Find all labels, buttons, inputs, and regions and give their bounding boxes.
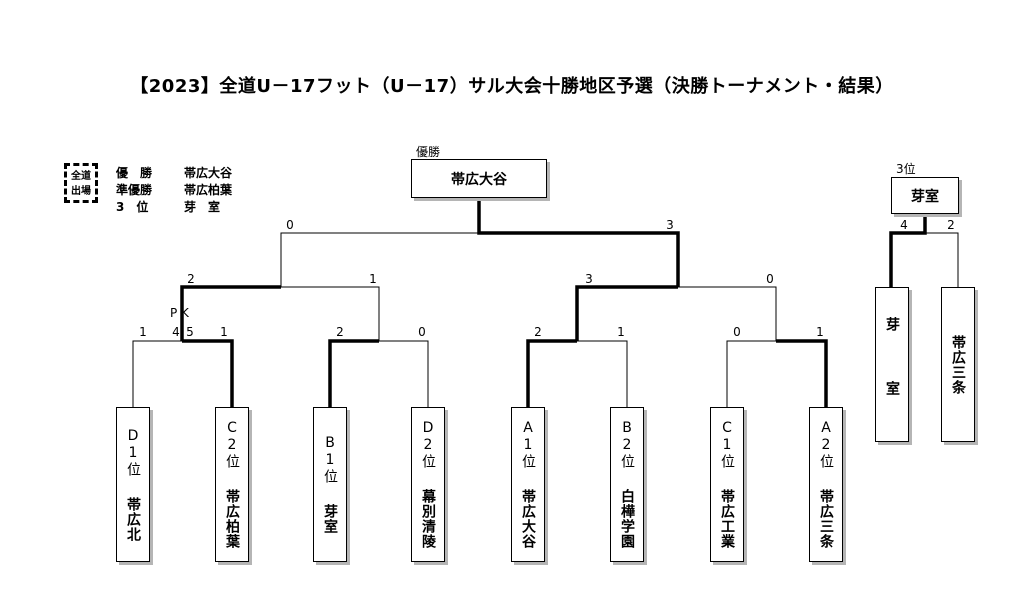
- third-place-team-box: 芽 室: [875, 287, 909, 442]
- team-seed: B2位: [619, 420, 635, 469]
- team-box: A1位帯広大谷: [511, 407, 545, 562]
- team-seed: D2位: [420, 420, 436, 469]
- team-box: A2位帯広三条: [809, 407, 843, 562]
- winner-path: [526, 339, 577, 407]
- winner-path: [575, 285, 678, 341]
- legend-team: 帯広大谷: [184, 166, 233, 180]
- pk-score: 4: [172, 325, 180, 339]
- winner-path: [889, 213, 927, 287]
- bracket-line: [181, 286, 380, 341]
- match-score: 1: [220, 325, 228, 339]
- team-name: 帯広三条: [818, 489, 834, 549]
- match-score: 1: [139, 325, 147, 339]
- team-seed: A1位: [520, 420, 536, 469]
- match-score: 2: [187, 272, 195, 286]
- pk-score: 5: [186, 325, 194, 339]
- match-score: 1: [816, 325, 824, 339]
- team-seed: A2位: [818, 420, 834, 469]
- champion-box: 帯広大谷: [411, 159, 547, 198]
- legend-row: 優 勝 帯広大谷: [116, 165, 232, 182]
- page-title: 【2023】全道U－17フット（U－17）サル大会十勝地区予選（決勝トーナメント…: [130, 76, 894, 97]
- legend-row: 3 位 芽 室: [116, 199, 232, 216]
- match-score: 0: [766, 272, 774, 286]
- match-score: 0: [418, 325, 426, 339]
- team-box: C2位帯広柏葉: [215, 407, 249, 562]
- results-legend: 優 勝 帯広大谷 準優勝 帯広柏葉 3 位 芽 室: [116, 165, 232, 216]
- bracket-line: [132, 340, 233, 407]
- match-score: 3: [585, 272, 593, 286]
- stamp-line-2: 出場: [71, 186, 91, 197]
- team-name: 帯広工業: [719, 489, 735, 549]
- champion-name: 帯広大谷: [451, 171, 507, 188]
- bracket-line: [576, 286, 777, 341]
- match-score: 0: [286, 218, 294, 232]
- third-place-winner-name: 芽室: [911, 188, 939, 205]
- bracket-line: [726, 340, 827, 407]
- team-name: 幕別清陵: [420, 489, 436, 549]
- winner-path: [776, 339, 828, 407]
- legend-rank: 優 勝: [116, 166, 153, 180]
- match-score: 0: [733, 325, 741, 339]
- match-score: 3: [666, 218, 674, 232]
- team-name: 帯広大谷: [520, 489, 536, 549]
- team-name: 帯広北: [125, 496, 141, 542]
- third-place-label: 3位: [896, 162, 916, 176]
- bracket-line: [527, 340, 628, 407]
- legend-team: 芽 室: [184, 200, 221, 214]
- third-place-score: 4: [900, 218, 908, 232]
- match-score: 1: [369, 272, 377, 286]
- match-score: 2: [336, 325, 344, 339]
- team-seed: C1位: [719, 420, 735, 469]
- winner-path: [328, 339, 379, 407]
- third-place-winner-box: 芽室: [891, 177, 959, 214]
- winner-path: [180, 285, 281, 341]
- legend-rank: 準優勝: [116, 183, 153, 197]
- team-box: B1位芽室: [313, 407, 347, 562]
- team-name: 芽室: [322, 504, 338, 534]
- penalty-kick-label: P K: [170, 306, 189, 320]
- legend-row: 準優勝 帯広柏葉: [116, 182, 232, 199]
- winner-path: [477, 198, 680, 287]
- team-name: 芽 室: [884, 316, 900, 413]
- team-name: 白樺学園: [619, 489, 635, 549]
- national-qualifier-stamp: 全道 出場: [64, 163, 98, 203]
- third-place-score: 2: [947, 218, 955, 232]
- legend-rank: 3 位: [116, 200, 149, 214]
- legend-team: 帯広柏葉: [184, 183, 233, 197]
- bracket-line: [280, 232, 679, 287]
- team-seed: C2位: [224, 420, 240, 469]
- bracket-line: [329, 340, 429, 407]
- stamp-line-1: 全道: [71, 171, 91, 182]
- team-box: D1位帯広北: [116, 407, 150, 562]
- team-seed: D1位: [125, 427, 141, 477]
- team-seed: B1位: [322, 435, 338, 484]
- team-name: 帯広柏葉: [224, 489, 240, 549]
- team-box: D2位幕別清陵: [411, 407, 445, 562]
- winner-path: [182, 339, 234, 407]
- match-score: 1: [617, 325, 625, 339]
- match-score: 2: [534, 325, 542, 339]
- third-place-team-box: 帯広三条: [941, 287, 975, 442]
- team-box: B2位白樺学園: [610, 407, 644, 562]
- team-box: C1位帯広工業: [710, 407, 744, 562]
- team-name: 帯広三条: [950, 334, 966, 395]
- bracket-line: [890, 232, 959, 287]
- champion-label: 優勝: [416, 145, 441, 159]
